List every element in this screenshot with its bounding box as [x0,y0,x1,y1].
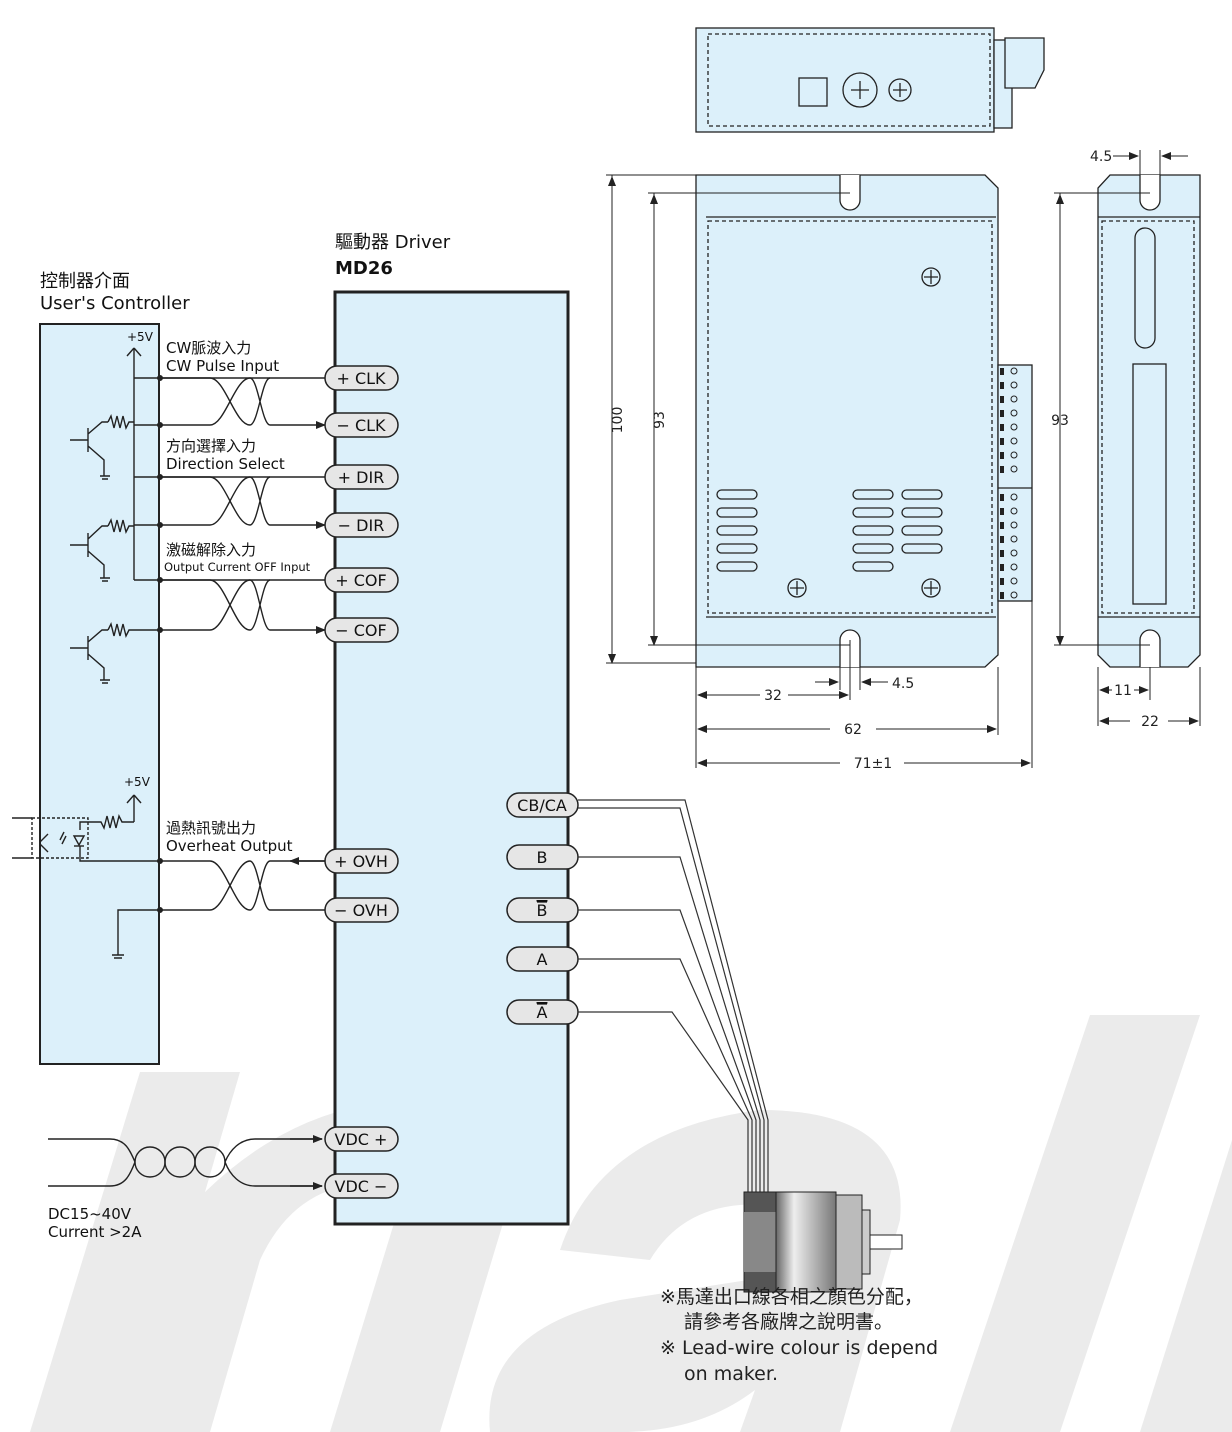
dim-slot-side: 4.5 [1090,149,1112,165]
motor-pin-b-label: B [537,848,548,867]
cof-label-cn: 激磁解除入力 [166,541,257,559]
pin-clk-plus-label: + CLK [336,369,386,388]
pin-cof-minus [324,617,399,643]
pin-motor-cbca [506,792,579,818]
power-voltage: DC15~40V [48,1205,132,1223]
pin-dir-plus [324,464,399,490]
controller-panel [39,323,160,1065]
motor-pin-abar-label: A [537,1003,548,1022]
pin-clk-minus-label: − CLK [336,416,386,435]
motor-pin-bbar-label: B [537,901,548,920]
overheat-circuit [12,794,325,959]
pin-dir-minus-label: − DIR [338,516,385,535]
dir-label-en: Direction Select [166,455,285,473]
motor-leads [578,799,769,1192]
controller-title-cn: 控制器介面 [40,271,130,292]
pin-vdc-plus-label: VDC + [335,1130,388,1149]
pin-cof-minus-label: − COF [335,621,386,640]
motor-pin-a-label: A [537,950,548,969]
pin-ovh-minus-label: − OVH [334,901,388,920]
driver-title: 驅動器 Driver [335,232,451,253]
cof-label-en: Output Current OFF Input [164,560,311,574]
dim-width-71: 71±1 [854,756,892,772]
pin-dir-minus [324,512,399,538]
transistor-stages [70,375,326,684]
pin-clk-minus [324,412,399,438]
stepper-motor [743,1191,903,1293]
optocoupler [31,817,89,859]
pin-ovh-plus-label: + OVH [334,852,388,871]
cw-label-en: CW Pulse Input [166,357,280,375]
ovh-label-en: Overheat Output [166,837,293,855]
pin-vdc-minus [324,1173,399,1199]
top-view-drawing [695,27,1045,133]
watermark [30,1015,1232,1432]
dim-side-height-93: 93 [1051,413,1069,429]
note-en-line1: ※ Lead-wire colour is depend [660,1337,939,1359]
controller-title-en: User's Controller [40,293,190,314]
cw-label-cn: CW脈波入力 [166,339,252,357]
pin-cof-plus-label: + COF [335,571,386,590]
plus5v-label-1: +5V [127,330,153,344]
pin-vdc-plus [324,1126,399,1152]
front-view-drawing [695,174,1033,668]
dim-height-93: 93 [652,411,668,429]
dim-width-62: 62 [844,722,862,738]
dimension-lines [606,150,1201,768]
dim-slot-front: 4.5 [892,676,914,692]
pin-capsules [324,365,579,1199]
note-cn-line1: ※馬達出口線各相之顏色分配， [660,1286,923,1308]
transistor-cof [70,621,326,684]
driver-model: MD26 [335,258,393,279]
power-input [48,1135,323,1190]
twisted-pairs [209,377,271,911]
motor-pin-cbca-label: CB/CA [517,796,567,815]
transistor-dir [70,517,326,582]
note-en-line2: on maker. [684,1363,778,1385]
dir-label-cn: 方向選擇入力 [166,437,257,455]
plus5v-label-2: +5V [124,775,150,789]
dim-width-32: 32 [764,688,782,704]
pin-ovh-plus [324,848,399,874]
note-cn-line2: 請參考各廠牌之說明書。 [684,1311,894,1333]
pin-vdc-minus-label: VDC − [335,1177,388,1196]
side-view-drawing [1097,174,1201,668]
dim-side-22: 22 [1141,714,1159,730]
pin-dir-plus-label: + DIR [338,468,385,487]
pin-ovh-minus [324,897,399,923]
ovh-label-cn: 過熱訊號出力 [166,819,257,837]
pin-clk-plus [324,365,399,391]
transistor-cw [70,413,326,480]
dim-side-11: 11 [1114,683,1132,699]
pin-cof-plus [324,567,399,593]
driver-panel [333,290,570,1226]
dim-height-100: 100 [610,407,626,434]
power-current: Current >2A [48,1223,142,1241]
